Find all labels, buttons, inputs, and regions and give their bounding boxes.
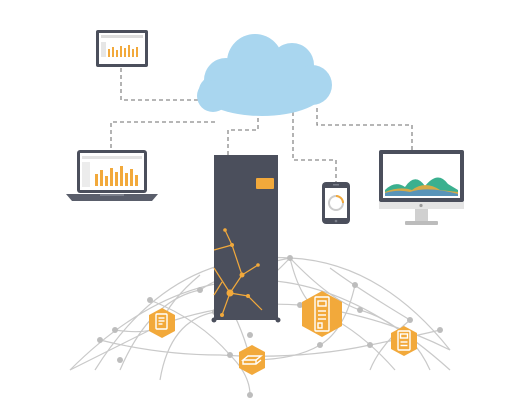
- hex-badge-meter: [391, 326, 417, 356]
- hex-badge-router: [239, 345, 265, 375]
- connector-phone-cloud: [292, 112, 337, 182]
- cloud-icon: [197, 34, 332, 116]
- connector-laptop-cloud: [110, 121, 215, 148]
- hex-badge-document: [149, 308, 175, 338]
- document-icon: [155, 313, 168, 330]
- tablet-dashboard-icon: [96, 30, 148, 67]
- connector-tablet-cloud: [120, 68, 200, 101]
- server-tower-icon: [211, 155, 281, 323]
- server-circuit-lines: [213, 229, 263, 316]
- router-icon: [241, 355, 263, 365]
- inverter-cabinet-icon: [314, 296, 330, 332]
- meter-icon: [397, 330, 411, 351]
- hex-badge-inverter: [302, 291, 342, 337]
- smartphone-icon: [322, 182, 350, 224]
- monitor-chart-icon: [379, 150, 464, 225]
- connector-server-cloud: [227, 118, 259, 155]
- laptop-dashboard-icon: [66, 150, 158, 201]
- connector-monitor-cloud: [316, 108, 413, 150]
- dashed-connectors: [110, 68, 413, 182]
